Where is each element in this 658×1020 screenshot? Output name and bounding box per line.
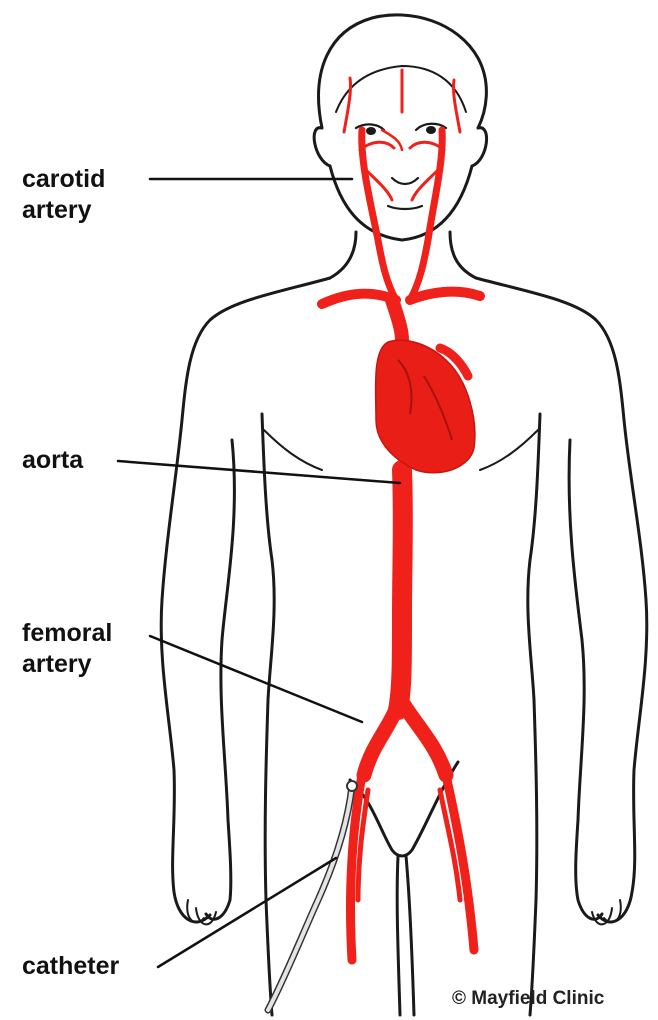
femoral-artery-label: femoral artery: [22, 618, 112, 680]
left-arm-inner: [206, 440, 234, 919]
neck-left: [330, 232, 356, 278]
mouth: [388, 206, 422, 209]
torso-left: [262, 414, 274, 1015]
carotid-label-line1: carotid: [22, 164, 105, 195]
heart: [376, 340, 475, 473]
jaw-outline: [330, 166, 472, 240]
aorta-vessel: [398, 470, 403, 710]
right-subclavian-artery: [410, 292, 480, 300]
left-subclavian-artery: [322, 294, 396, 304]
right-carotid-artery: [410, 130, 442, 300]
right-arm-outer: [476, 278, 647, 922]
left-arm-outer: [161, 278, 330, 922]
catheter-label: catheter: [22, 951, 119, 982]
aorta-leader-line: [118, 461, 400, 483]
aorta-label: aorta: [22, 445, 83, 476]
right-iliac-artery: [404, 705, 446, 775]
carotid-label-line2: artery: [22, 195, 105, 226]
right-ear: [472, 128, 487, 166]
catheter-tube: [268, 781, 357, 1010]
carotid-artery-label: carotid artery: [22, 164, 105, 226]
left-carotid-artery: [362, 130, 396, 300]
femoral-leader-line: [150, 636, 362, 722]
leg-inner-left: [397, 856, 400, 1015]
neck-right: [450, 232, 476, 278]
femoral-label-line1: femoral: [22, 618, 112, 649]
left-ear: [314, 128, 330, 166]
leg-inner-right: [406, 856, 414, 1015]
nose: [392, 178, 418, 184]
right-arm-inner: [569, 440, 602, 919]
femoral-label-line2: artery: [22, 649, 112, 680]
copyright-notice: © Mayfield Clinic: [452, 988, 604, 1010]
torso-right: [528, 414, 540, 1015]
left-iliac-artery: [364, 705, 398, 775]
right-femoral-artery: [446, 775, 474, 950]
